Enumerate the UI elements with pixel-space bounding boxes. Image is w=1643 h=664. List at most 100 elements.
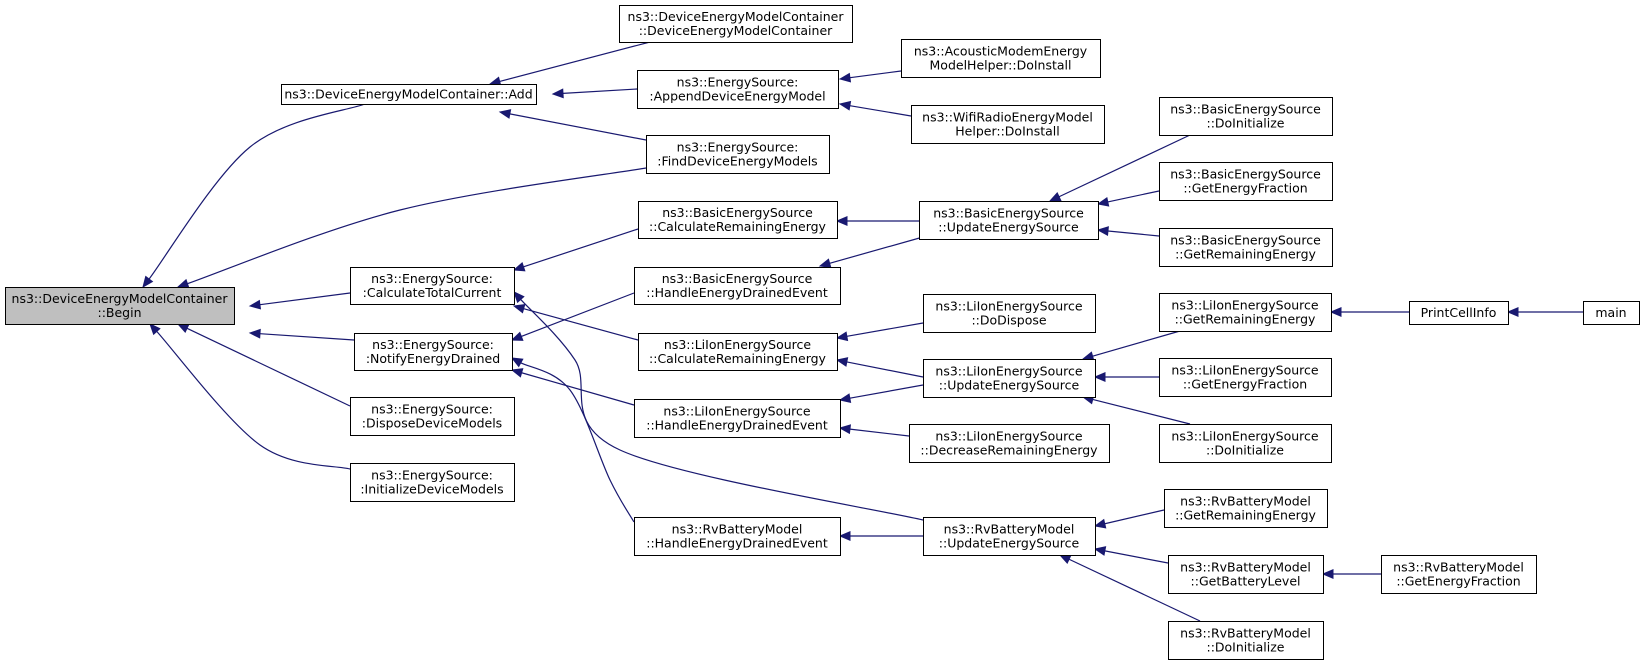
edge-line	[1107, 190, 1160, 203]
node-label-line: ns3::RvBatteryModel	[672, 522, 803, 537]
arrowhead-icon	[176, 278, 190, 289]
node-bes-rem[interactable]: ns3::BasicEnergySource::GetRemainingEner…	[1159, 228, 1333, 267]
node-bes-init[interactable]: ns3::BasicEnergySource::DoInitialize	[1159, 97, 1333, 136]
node-rv-level[interactable]: ns3::RvBatteryModel::GetBatteryLevel	[1168, 555, 1324, 594]
edge-main-to-print	[1506, 307, 1583, 317]
node-bes-drained[interactable]: ns3::BasicEnergySource::HandleEnergyDrai…	[634, 267, 841, 305]
edge-line	[148, 103, 366, 280]
arrowhead-icon	[838, 424, 852, 435]
arrowhead-icon	[818, 258, 832, 268]
node-label-line: :CalculateTotalCurrent	[363, 285, 502, 300]
edge-print-to-li_rem	[1329, 307, 1409, 317]
node-label-line: :FindDeviceEnergyModels	[657, 154, 817, 169]
arrowhead-icon	[835, 357, 849, 367]
node-li-rem[interactable]: ns3::LiIonEnergySource::GetRemainingEner…	[1159, 293, 1332, 332]
edge-li_update-to-li_calc	[835, 357, 924, 378]
node-rv-update[interactable]: ns3::RvBatteryModel::UpdateEnergySource	[923, 517, 1096, 556]
node-label-line: :InitializeDeviceModels	[360, 482, 503, 497]
arrowhead-icon	[1321, 569, 1334, 579]
arrowhead-icon	[513, 291, 525, 304]
node-box	[1168, 555, 1324, 594]
edge-line	[187, 167, 647, 285]
node-label-line: ns3::WifiRadioEnergyModel	[922, 110, 1093, 125]
node-box	[923, 359, 1096, 398]
node-rv-init[interactable]: ns3::RvBatteryModel::DoInitialize	[1168, 621, 1324, 660]
node-label-line: ns3::BasicEnergySource	[662, 205, 813, 220]
arrowhead-icon	[1506, 307, 1519, 317]
node-box	[1159, 358, 1332, 397]
edge-bes_update-to-bes_drained	[818, 236, 924, 268]
edge-line	[849, 105, 912, 117]
node-label-line: PrintCellInfo	[1421, 305, 1497, 320]
node-box	[5, 287, 235, 325]
arrowhead-icon	[838, 100, 852, 111]
arrowhead-icon	[835, 216, 848, 226]
node-box	[354, 333, 513, 371]
edge-dispose_dm-to-begin	[176, 323, 351, 407]
arrowhead-icon	[176, 323, 190, 333]
node-label-line: ns3::RvBatteryModel	[1393, 560, 1524, 575]
edge-line	[156, 330, 351, 470]
node-rv-frac[interactable]: ns3::RvBatteryModel::GetEnergyFraction	[1381, 555, 1537, 594]
node-box	[923, 517, 1096, 556]
node-box	[646, 135, 830, 174]
edge-rv_frac-to-rv_level	[1321, 569, 1381, 579]
node-dispose-dm[interactable]: ns3::EnergySource::DisposeDeviceModels	[350, 397, 515, 436]
node-rv-rem[interactable]: ns3::RvBatteryModel::GetRemainingEnergy	[1164, 489, 1328, 528]
node-find[interactable]: ns3::EnergySource::FindDeviceEnergyModel…	[646, 135, 830, 174]
edge-li_update-to-li_drained	[838, 384, 924, 404]
node-li-dispose[interactable]: ns3::LiIonEnergySource::DoDispose	[923, 294, 1096, 333]
node-acoustic[interactable]: ns3::AcousticModemEnergyModelHelper::DoI…	[901, 39, 1101, 78]
edge-line	[1092, 398, 1191, 425]
node-label-line: ns3::RvBatteryModel	[1180, 560, 1311, 575]
arrowhead-icon	[512, 262, 526, 272]
node-main[interactable]: main	[1583, 301, 1640, 325]
node-notify[interactable]: ns3::EnergySource::NotifyEnergyDrained	[354, 333, 513, 371]
node-label-line: ns3::LiIonEnergySource	[1171, 298, 1319, 313]
node-li-init[interactable]: ns3::LiIonEnergySource::DoInitialize	[1159, 424, 1332, 463]
node-print[interactable]: PrintCellInfo	[1409, 301, 1509, 325]
node-label-line: ::CalculateRemainingEnergy	[649, 351, 827, 366]
node-label-line: ::HandleEnergyDrainedEvent	[646, 418, 828, 433]
edge-acoustic-to-append	[838, 70, 902, 83]
node-add[interactable]: ns3::DeviceEnergyModelContainer::Add	[281, 84, 537, 105]
node-bes-frac[interactable]: ns3::BasicEnergySource::GetEnergyFractio…	[1159, 162, 1333, 201]
arrowhead-icon	[248, 299, 262, 310]
edge-wifi-to-append	[838, 100, 912, 117]
node-label-line: ns3::EnergySource:	[371, 402, 493, 417]
node-init-dm[interactable]: ns3::EnergySource::InitializeDeviceModel…	[350, 463, 515, 502]
edge-line	[520, 362, 635, 523]
node-box	[634, 267, 841, 305]
edge-li_init-to-li_update	[1081, 394, 1191, 425]
node-li-drained[interactable]: ns3::LiIonEnergySource::HandleEnergyDrai…	[634, 399, 841, 438]
node-bes-calc[interactable]: ns3::BasicEnergySource::CalculateRemaini…	[638, 201, 838, 239]
node-append[interactable]: ns3::EnergySource::AppendDeviceEnergyMod…	[637, 70, 839, 109]
node-demc-ctor[interactable]: ns3::DeviceEnergyModelContainer::DeviceE…	[619, 5, 853, 43]
edge-rv_update-to-rv_drained	[838, 531, 923, 541]
node-li-calc[interactable]: ns3::LiIonEnergySource::CalculateRemaini…	[638, 333, 838, 371]
node-label-line: ns3::LiIonEnergySource	[935, 429, 1083, 444]
node-label-line: ::DoDispose	[971, 313, 1046, 328]
edge-init_dm-to-begin	[149, 323, 351, 470]
arrowhead-icon	[510, 331, 524, 341]
arrowhead-icon	[1096, 196, 1110, 207]
node-box	[350, 463, 515, 502]
node-label-line: ns3::LiIonEnergySource	[1171, 363, 1319, 378]
node-box	[1164, 489, 1328, 528]
node-li-decrease[interactable]: ns3::LiIonEnergySource::DecreaseRemainin…	[909, 424, 1110, 463]
node-rv-drained[interactable]: ns3::RvBatteryModel::HandleEnergyDrained…	[634, 517, 841, 556]
edge-line	[509, 113, 647, 141]
node-box	[1381, 555, 1537, 594]
node-li-update[interactable]: ns3::LiIonEnergySource::UpdateEnergySour…	[923, 359, 1096, 398]
node-li-frac[interactable]: ns3::LiIonEnergySource::GetEnergyFractio…	[1159, 358, 1332, 397]
node-wifi[interactable]: ns3::WifiRadioEnergyModelHelper::DoInsta…	[911, 105, 1105, 144]
node-box	[1159, 424, 1332, 463]
node-label-line: ns3::BasicEnergySource	[933, 206, 1084, 221]
node-label-line: ns3::EnergySource:	[677, 140, 799, 155]
arrowhead-icon	[510, 357, 524, 368]
node-calc-total[interactable]: ns3::EnergySource::CalculateTotalCurrent	[350, 267, 515, 305]
edge-rv_level-to-rv_update	[1093, 546, 1169, 564]
node-label-line: ::GetRemainingEnergy	[1175, 508, 1316, 523]
node-bes-update[interactable]: ns3::BasicEnergySource::UpdateEnergySour…	[919, 201, 1099, 240]
node-label-line: ::UpdateEnergySource	[938, 220, 1079, 235]
